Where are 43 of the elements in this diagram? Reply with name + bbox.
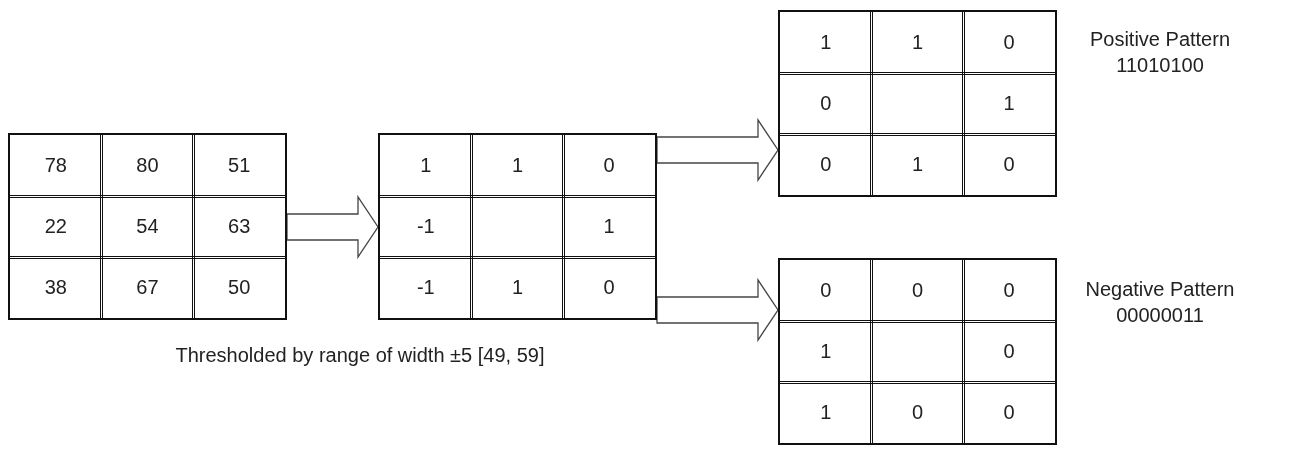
cell-value: 0 xyxy=(820,279,832,302)
cell-value: 0 xyxy=(603,154,615,177)
cell-value: 1 xyxy=(820,340,832,363)
cell-value: 80 xyxy=(136,154,159,177)
cell-value: 0 xyxy=(1003,279,1015,302)
cell-value: 67 xyxy=(136,276,159,299)
cell-value: 1 xyxy=(820,401,832,424)
cell-value: 0 xyxy=(1003,31,1015,54)
cell-value: 1 xyxy=(911,153,924,176)
cell-value: 0 xyxy=(1003,401,1015,424)
cell-value: 50 xyxy=(228,276,251,299)
cell-value: 78 xyxy=(44,154,67,177)
cell-value: 54 xyxy=(136,215,159,238)
matrix-grid xyxy=(8,133,287,320)
matrix-grid xyxy=(778,258,1057,445)
cell-value: 1 xyxy=(511,276,524,299)
cell-value: 0 xyxy=(820,153,832,176)
pattern-label: Positive Pattern 11010100 xyxy=(1088,27,1232,78)
cell-value: 0 xyxy=(911,279,924,302)
cell-value: 51 xyxy=(228,154,251,177)
cell-value: 1 xyxy=(511,154,524,177)
pattern-label: Negative Pattern 00000011 xyxy=(1084,277,1236,328)
cell-value: -1 xyxy=(416,215,435,238)
block-arrow xyxy=(656,117,779,183)
cell-value: 1 xyxy=(420,154,432,177)
cell-value: 1 xyxy=(603,215,615,238)
cell-value: 0 xyxy=(820,92,832,115)
matrix-grid xyxy=(378,133,657,320)
block-arrow xyxy=(286,194,379,260)
cell-value: 0 xyxy=(1003,340,1015,363)
cell-value: -1 xyxy=(416,276,435,299)
cell-value: 1 xyxy=(820,31,832,54)
cell-value: 0 xyxy=(911,401,924,424)
cell-value: 22 xyxy=(44,215,67,238)
cell-value: 0 xyxy=(603,276,615,299)
cell-value: 63 xyxy=(228,215,251,238)
cell-value: 38 xyxy=(44,276,67,299)
block-arrow xyxy=(656,277,779,343)
cell-value: 1 xyxy=(1003,92,1015,115)
matrix-grid xyxy=(778,10,1057,197)
cell-value: 1 xyxy=(911,31,924,54)
cell-value: 0 xyxy=(1003,153,1015,176)
caption-text: Thresholded by range of width ±5 [49, 59] xyxy=(174,343,546,368)
